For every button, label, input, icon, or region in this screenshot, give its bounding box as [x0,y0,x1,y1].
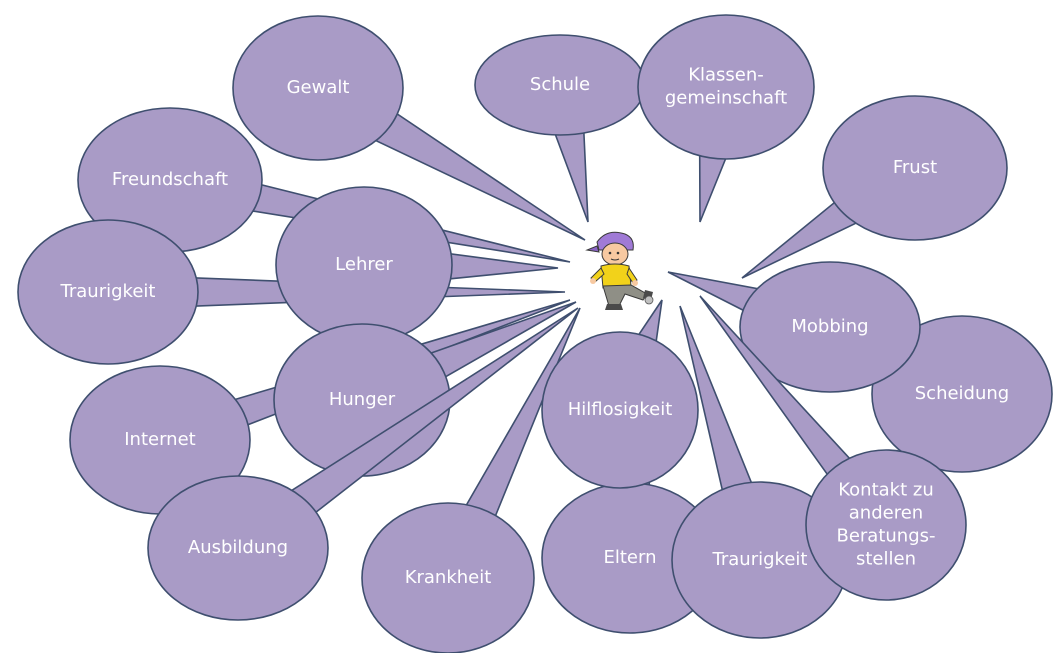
speech-bubble-mobbing: Mobbing [667,261,921,393]
speech-bubble-fill [741,263,919,391]
bubbles-layer: Gewalt Schule Klassen-gemeinschaftFrustFre… [17,14,1053,653]
speech-bubble-fill [277,188,451,342]
bubble-label: Lehrer [335,254,393,275]
bubble-label: Schule [530,74,590,95]
bubble-label: anderen [849,503,923,524]
speech-bubble-frust: Frust [741,95,1008,279]
speech-bubble-fill [673,483,847,637]
bubble-label: stellen [856,549,916,570]
speech-bubble-traurigkeit-bottom: Traurigkeit [671,305,849,639]
speech-bubble-fill [543,484,717,632]
bubble-label: Gewalt [287,77,350,98]
bubble-label: Hilflosigkeit [568,399,673,420]
bubble-label: Frust [893,157,937,178]
speech-bubble-fill [149,477,327,619]
bubble-label: Traurigkeit [712,549,808,570]
speech-bubble-hilflosigkeit: Hilflosigkeit [541,299,699,489]
speech-bubble-fill [873,317,1051,471]
bubble-label: Scheidung [915,383,1009,404]
speech-bubble-fill [476,36,644,134]
bubble-label: Mobbing [791,316,868,337]
speech-bubble-fill [19,221,197,363]
bubble-label: Hunger [329,389,396,410]
speech-bubble-ausbildung: Ausbildung [147,307,579,621]
speech-bubble-fill [363,504,533,652]
bubble-label: Krankheit [405,567,492,588]
speech-bubble-fill [79,109,261,251]
bubble-label: Klassen- [688,65,764,86]
speech-bubble-klassengemeinschaft: Klassen-gemeinschaft [637,14,815,223]
speech-bubble-krankheit: Krankheit [361,307,581,653]
bubble-label: Beratungs- [836,526,935,547]
bubble-label: Eltern [604,547,657,568]
bubble-label: Traurigkeit [60,281,156,302]
speech-bubble-gewalt: Gewalt [232,15,586,241]
speech-bubble-fill [807,451,965,599]
speech-bubble-schule: Schule [474,34,646,223]
bubble-label: Internet [124,429,195,450]
bubble-label: Kontakt zu [838,480,933,501]
speech-bubble-fill [234,17,402,159]
speech-bubble-fill [71,367,249,513]
speech-bubble-lehrer: Lehrer [275,186,559,344]
speech-bubble-fill [543,333,697,487]
speech-bubble-fill [824,97,1006,239]
bubble-label: Ausbildung [188,537,288,558]
speech-bubble-fill [639,16,813,158]
boy-kicking-ball-icon [585,231,654,310]
bubble-label: Freundschaft [112,169,228,190]
bubble-label: gemeinschaft [665,88,787,109]
